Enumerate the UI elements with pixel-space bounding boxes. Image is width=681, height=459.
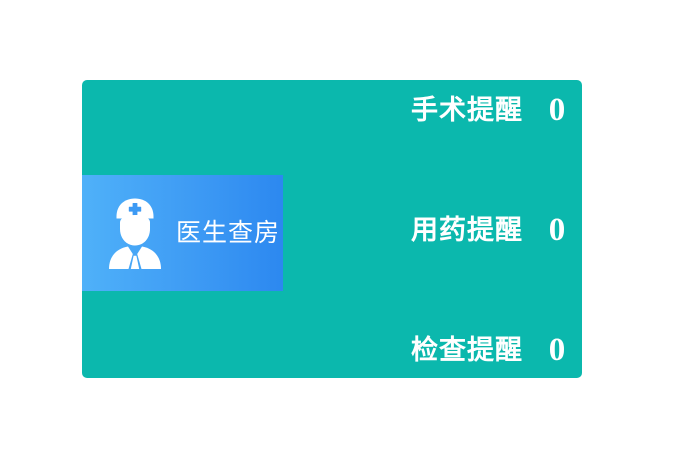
reminder-row[interactable]: 检查提醒 0 <box>411 327 569 373</box>
reminder-count-medication: 0 <box>548 211 566 248</box>
reminder-row[interactable]: 手术提醒 0 <box>411 87 569 133</box>
reminder-row[interactable]: 用药提醒 0 <box>411 207 569 253</box>
reminder-count-examination: 0 <box>548 331 566 368</box>
doctor-rounds-card[interactable]: 医生查房 <box>82 175 283 291</box>
doctor-rounds-label: 医生查房 <box>176 218 281 247</box>
reminder-count-surgery: 0 <box>548 91 566 128</box>
doctor-icon <box>106 196 164 270</box>
reminder-label-medication: 用药提醒 <box>411 214 523 245</box>
reminder-label-surgery: 手术提醒 <box>411 94 523 125</box>
reminder-label-examination: 检查提醒 <box>411 334 523 365</box>
reminders-panel: 医生查房 手术提醒 0 用药提醒 0 检查提醒 0 <box>82 80 582 378</box>
